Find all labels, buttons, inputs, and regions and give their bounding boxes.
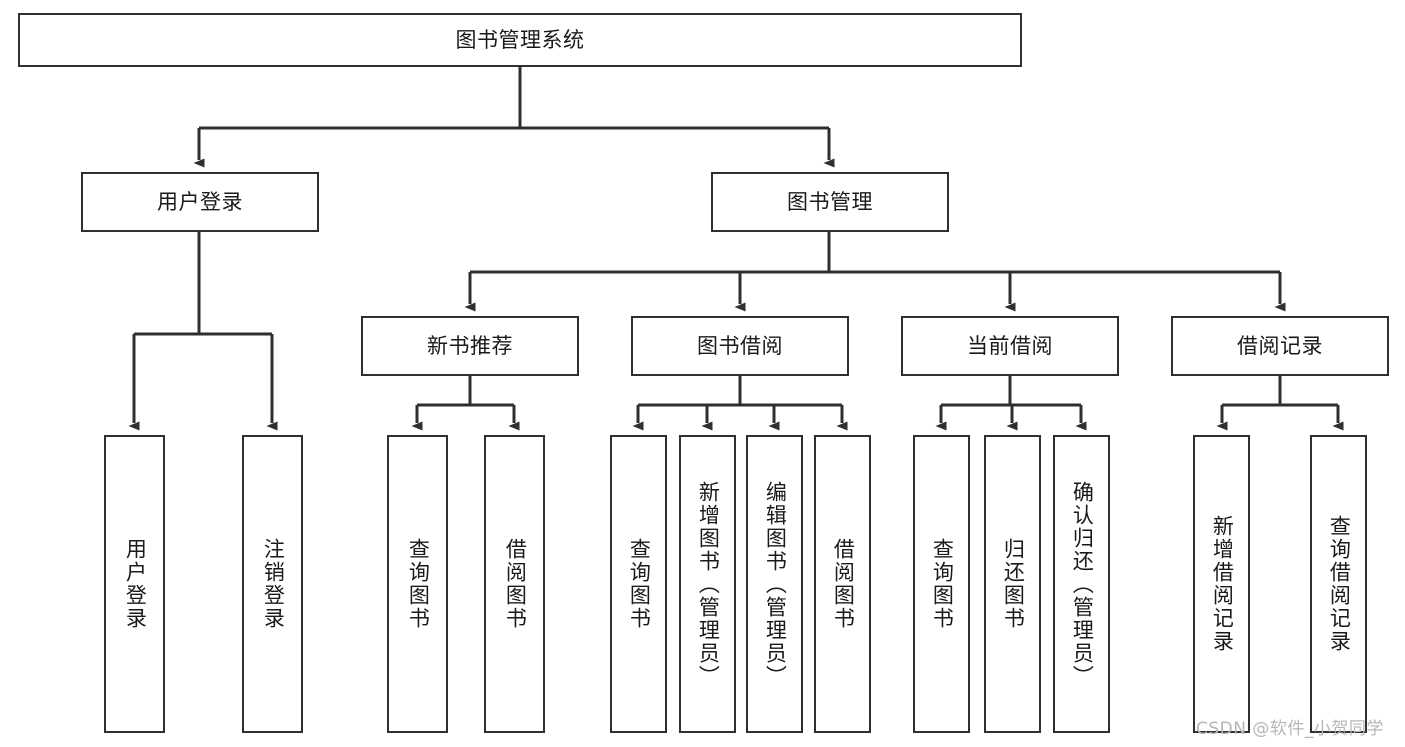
node-leaf-borrow-book-2-label: 借阅图书 — [831, 538, 856, 630]
node-leaf-add-record-label: 新增借阅记录 — [1210, 515, 1235, 653]
node-leaf-query-book-3[interactable]: 查询图书 — [913, 435, 970, 733]
node-leaf-borrow-book-1[interactable]: 借阅图书 — [484, 435, 545, 733]
node-leaf-query-book-2[interactable]: 查询图书 — [610, 435, 667, 733]
node-leaf-logout[interactable]: 注销登录 — [242, 435, 303, 733]
node-book-borrow-label: 图书借阅 — [697, 333, 783, 358]
node-leaf-query-record-label: 查询借阅记录 — [1327, 515, 1352, 653]
node-leaf-edit-book-label: 编辑图书（管理员） — [763, 480, 788, 688]
node-leaf-add-book[interactable]: 新增图书（管理员） — [679, 435, 736, 733]
node-user-login-label: 用户登录 — [157, 189, 243, 214]
node-leaf-query-record[interactable]: 查询借阅记录 — [1310, 435, 1367, 733]
node-leaf-edit-book[interactable]: 编辑图书（管理员） — [746, 435, 803, 733]
csdn-watermark: CSDN @软件_小贺同学 — [1196, 719, 1384, 739]
node-leaf-return-book[interactable]: 归还图书 — [984, 435, 1041, 733]
node-book-manage-label: 图书管理 — [787, 189, 873, 214]
node-leaf-return-book-label: 归还图书 — [1001, 538, 1026, 630]
node-book-borrow[interactable]: 图书借阅 — [631, 316, 849, 376]
node-leaf-user-login[interactable]: 用户登录 — [104, 435, 165, 733]
node-borrow-record-label: 借阅记录 — [1237, 333, 1323, 358]
node-new-book-rec-label: 新书推荐 — [427, 333, 513, 358]
node-book-manage[interactable]: 图书管理 — [711, 172, 949, 232]
node-new-book-rec[interactable]: 新书推荐 — [361, 316, 579, 376]
node-leaf-add-book-label: 新增图书（管理员） — [696, 480, 721, 688]
node-leaf-user-login-label: 用户登录 — [123, 538, 148, 630]
node-leaf-logout-label: 注销登录 — [261, 538, 286, 630]
node-leaf-borrow-book-1-label: 借阅图书 — [503, 538, 528, 630]
node-current-borrow-label: 当前借阅 — [967, 333, 1053, 358]
node-current-borrow[interactable]: 当前借阅 — [901, 316, 1119, 376]
node-leaf-query-book-1-label: 查询图书 — [406, 538, 431, 630]
node-root-label: 图书管理系统 — [455, 27, 585, 52]
node-root[interactable]: 图书管理系统 — [18, 13, 1022, 67]
node-leaf-confirm-return[interactable]: 确认归还（管理员） — [1053, 435, 1110, 733]
node-borrow-record[interactable]: 借阅记录 — [1171, 316, 1389, 376]
node-leaf-query-book-3-label: 查询图书 — [930, 538, 955, 630]
node-leaf-query-book-1[interactable]: 查询图书 — [387, 435, 448, 733]
node-leaf-query-book-2-label: 查询图书 — [627, 538, 652, 630]
node-leaf-add-record[interactable]: 新增借阅记录 — [1193, 435, 1250, 733]
node-user-login[interactable]: 用户登录 — [81, 172, 319, 232]
node-leaf-confirm-return-label: 确认归还（管理员） — [1070, 480, 1095, 688]
node-leaf-borrow-book-2[interactable]: 借阅图书 — [814, 435, 871, 733]
